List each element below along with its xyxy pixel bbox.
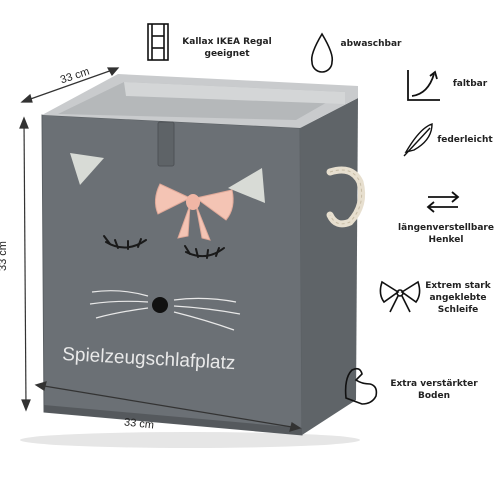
bow-icon [379, 280, 421, 313]
pull-tab [157, 121, 175, 167]
feature-kallax: Kallax IKEA Regal geeignet [176, 36, 278, 60]
feature-bow-line2: angeklebte [429, 293, 487, 303]
pink-bow [154, 183, 234, 241]
feature-lightweight: federleicht [432, 134, 498, 146]
feature-bottom: Extra verstärkter Boden [378, 378, 490, 402]
feature-handles: längenverstellbare Henkel [396, 222, 496, 246]
box-shadow [20, 432, 360, 448]
double-arrow-icon [426, 191, 460, 213]
right-eye [184, 245, 225, 259]
right-ear [228, 168, 265, 203]
height-label: 33 cm [0, 241, 9, 271]
feature-lightweight-line1: federleicht [437, 135, 493, 145]
feature-bow-line1: Extrem stark [425, 281, 491, 291]
box-interior-wall [124, 82, 345, 104]
folding-graph-icon [407, 70, 440, 101]
feature-kallax-line1: Kallax IKEA Regal [182, 37, 272, 47]
feature-handles-line2: Henkel [428, 235, 464, 245]
flexed-arm-icon [344, 367, 378, 405]
left-ear [70, 153, 104, 185]
feature-bottom-line2: Boden [418, 391, 450, 401]
feature-bow: Extrem stark angeklebte Schleife [424, 280, 492, 316]
whiskers [89, 290, 241, 331]
nose [152, 297, 168, 313]
feather-icon [403, 123, 433, 157]
feature-washable-line1: abwaschbar [340, 39, 402, 49]
feature-foldable: faltbar [448, 78, 492, 90]
width-dimension-line [34, 381, 302, 432]
rope-handle [326, 166, 366, 228]
feature-foldable-line1: faltbar [452, 79, 488, 89]
feature-handles-line1: längenverstellbare [398, 223, 494, 233]
depth-dimension-line [20, 67, 120, 103]
feature-kallax-line2: geeignet [204, 49, 250, 59]
feature-bow-line3: Schleife [437, 305, 479, 315]
film-strip-icon [147, 23, 169, 61]
left-eye [103, 235, 147, 250]
feature-bottom-line1: Extra verstärkter [390, 379, 478, 389]
water-drop-icon [310, 32, 334, 73]
feature-washable: abwaschbar [336, 38, 406, 50]
height-dimension-line [19, 116, 31, 412]
box-side [300, 98, 358, 435]
box-bottom-edge [44, 405, 302, 435]
